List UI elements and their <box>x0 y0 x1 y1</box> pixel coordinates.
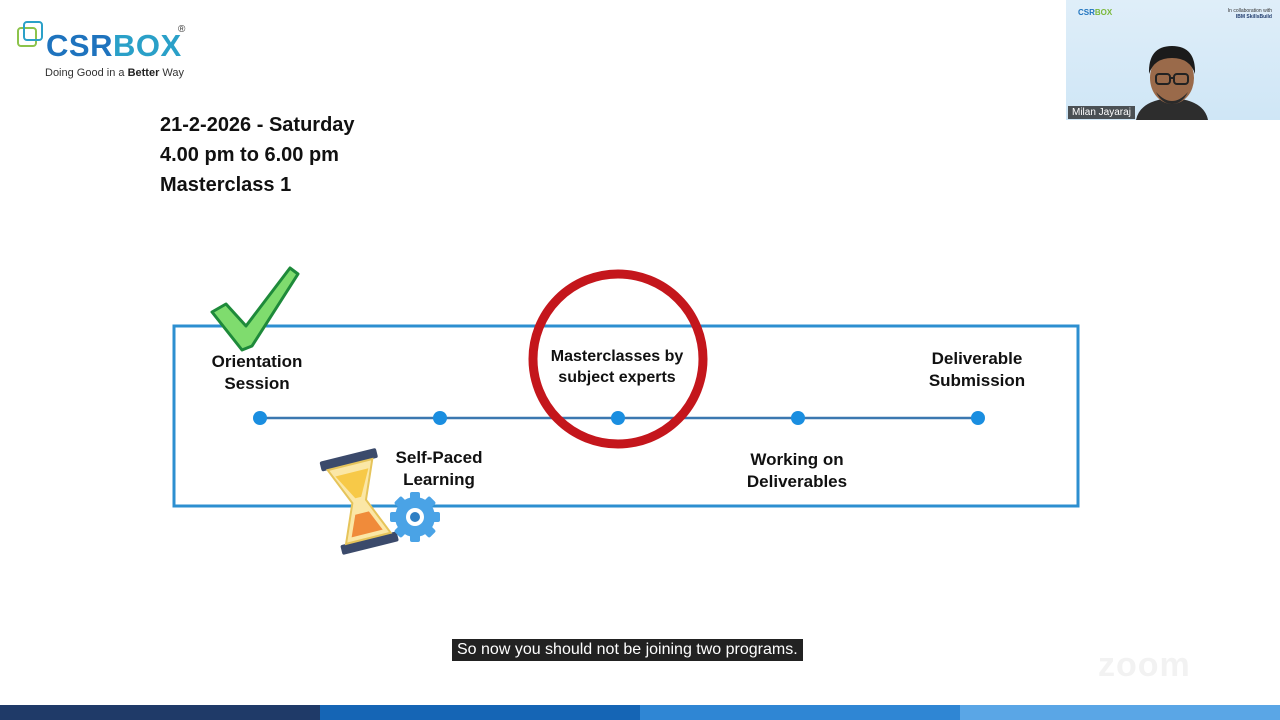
stage-label-orientation-line2: Session <box>224 374 290 393</box>
bottom-bar-segment-2 <box>320 705 640 720</box>
session-title: Masterclass 1 <box>160 174 292 196</box>
timeline-node-2 <box>433 411 447 425</box>
stage-label-self-paced-line1: Self-Paced <box>395 448 483 467</box>
stage-label-orientation-line1: Orientation <box>211 352 303 371</box>
live-caption: So now you should not be joining two pro… <box>452 639 803 661</box>
stage-label-submission-line2: Submission <box>928 371 1026 390</box>
zoom-watermark: zoom <box>1098 646 1191 684</box>
participant-avatar <box>1136 46 1208 120</box>
timeline-node-5 <box>971 411 985 425</box>
registered-mark: ® <box>178 24 186 35</box>
stage-label-self-paced: Self-Paced Learning <box>396 447 483 491</box>
stage-label-submission-line1: Deliverable <box>931 349 1023 368</box>
bottom-bar-segment-4 <box>960 705 1280 720</box>
timeline-node-1 <box>253 411 267 425</box>
session-time: 4.00 pm to 6.00 pm <box>160 144 339 166</box>
stage-label-working: Working on Deliverables <box>747 449 847 493</box>
logo-squares-icon <box>17 21 43 47</box>
timeline-node-3 <box>611 411 625 425</box>
timeline-frame <box>172 324 1080 508</box>
participant-name: Milan Jayaraj <box>1068 106 1135 119</box>
bottom-bar-segment-1 <box>0 705 320 720</box>
participant-video-tile[interactable]: CSRBOX In collaboration with IBM SkillsB… <box>1066 0 1280 120</box>
hourglass-gear-icon <box>319 448 440 555</box>
tile-logo: CSRBOX <box>1078 8 1113 17</box>
stage-label-masterclasses: Masterclasses by subject experts <box>551 346 684 388</box>
timeline-node-4 <box>791 411 805 425</box>
check-mark-icon <box>210 266 300 352</box>
highlight-circle <box>528 269 708 449</box>
tile-collab-text: In collaboration with IBM SkillsBuild <box>1227 8 1272 20</box>
logo-tagline: Doing Good in a Better Way <box>45 67 185 79</box>
session-date: 21-2-2026 - Saturday <box>160 114 355 136</box>
stage-label-orientation: Orientation Session <box>212 351 303 395</box>
stage-label-working-line1: Working on <box>750 450 844 469</box>
stage-label-self-paced-line2: Learning <box>403 470 475 489</box>
stage-label-masterclasses-line2: subject experts <box>558 369 676 386</box>
csrbox-logo: CSRBOX ® Doing Good in a Better Way <box>16 18 196 84</box>
session-info: 21-2-2026 - Saturday 4.00 pm to 6.00 pm … <box>160 110 355 200</box>
bottom-bar-segment-3 <box>640 705 960 720</box>
stage-label-masterclasses-line1: Masterclasses by <box>550 348 684 365</box>
bottom-color-bar <box>0 705 1280 720</box>
stage-label-working-line2: Deliverables <box>746 472 848 491</box>
stage-label-submission: Deliverable Submission <box>929 348 1025 392</box>
logo-wordmark: CSRBOX <box>46 28 182 63</box>
